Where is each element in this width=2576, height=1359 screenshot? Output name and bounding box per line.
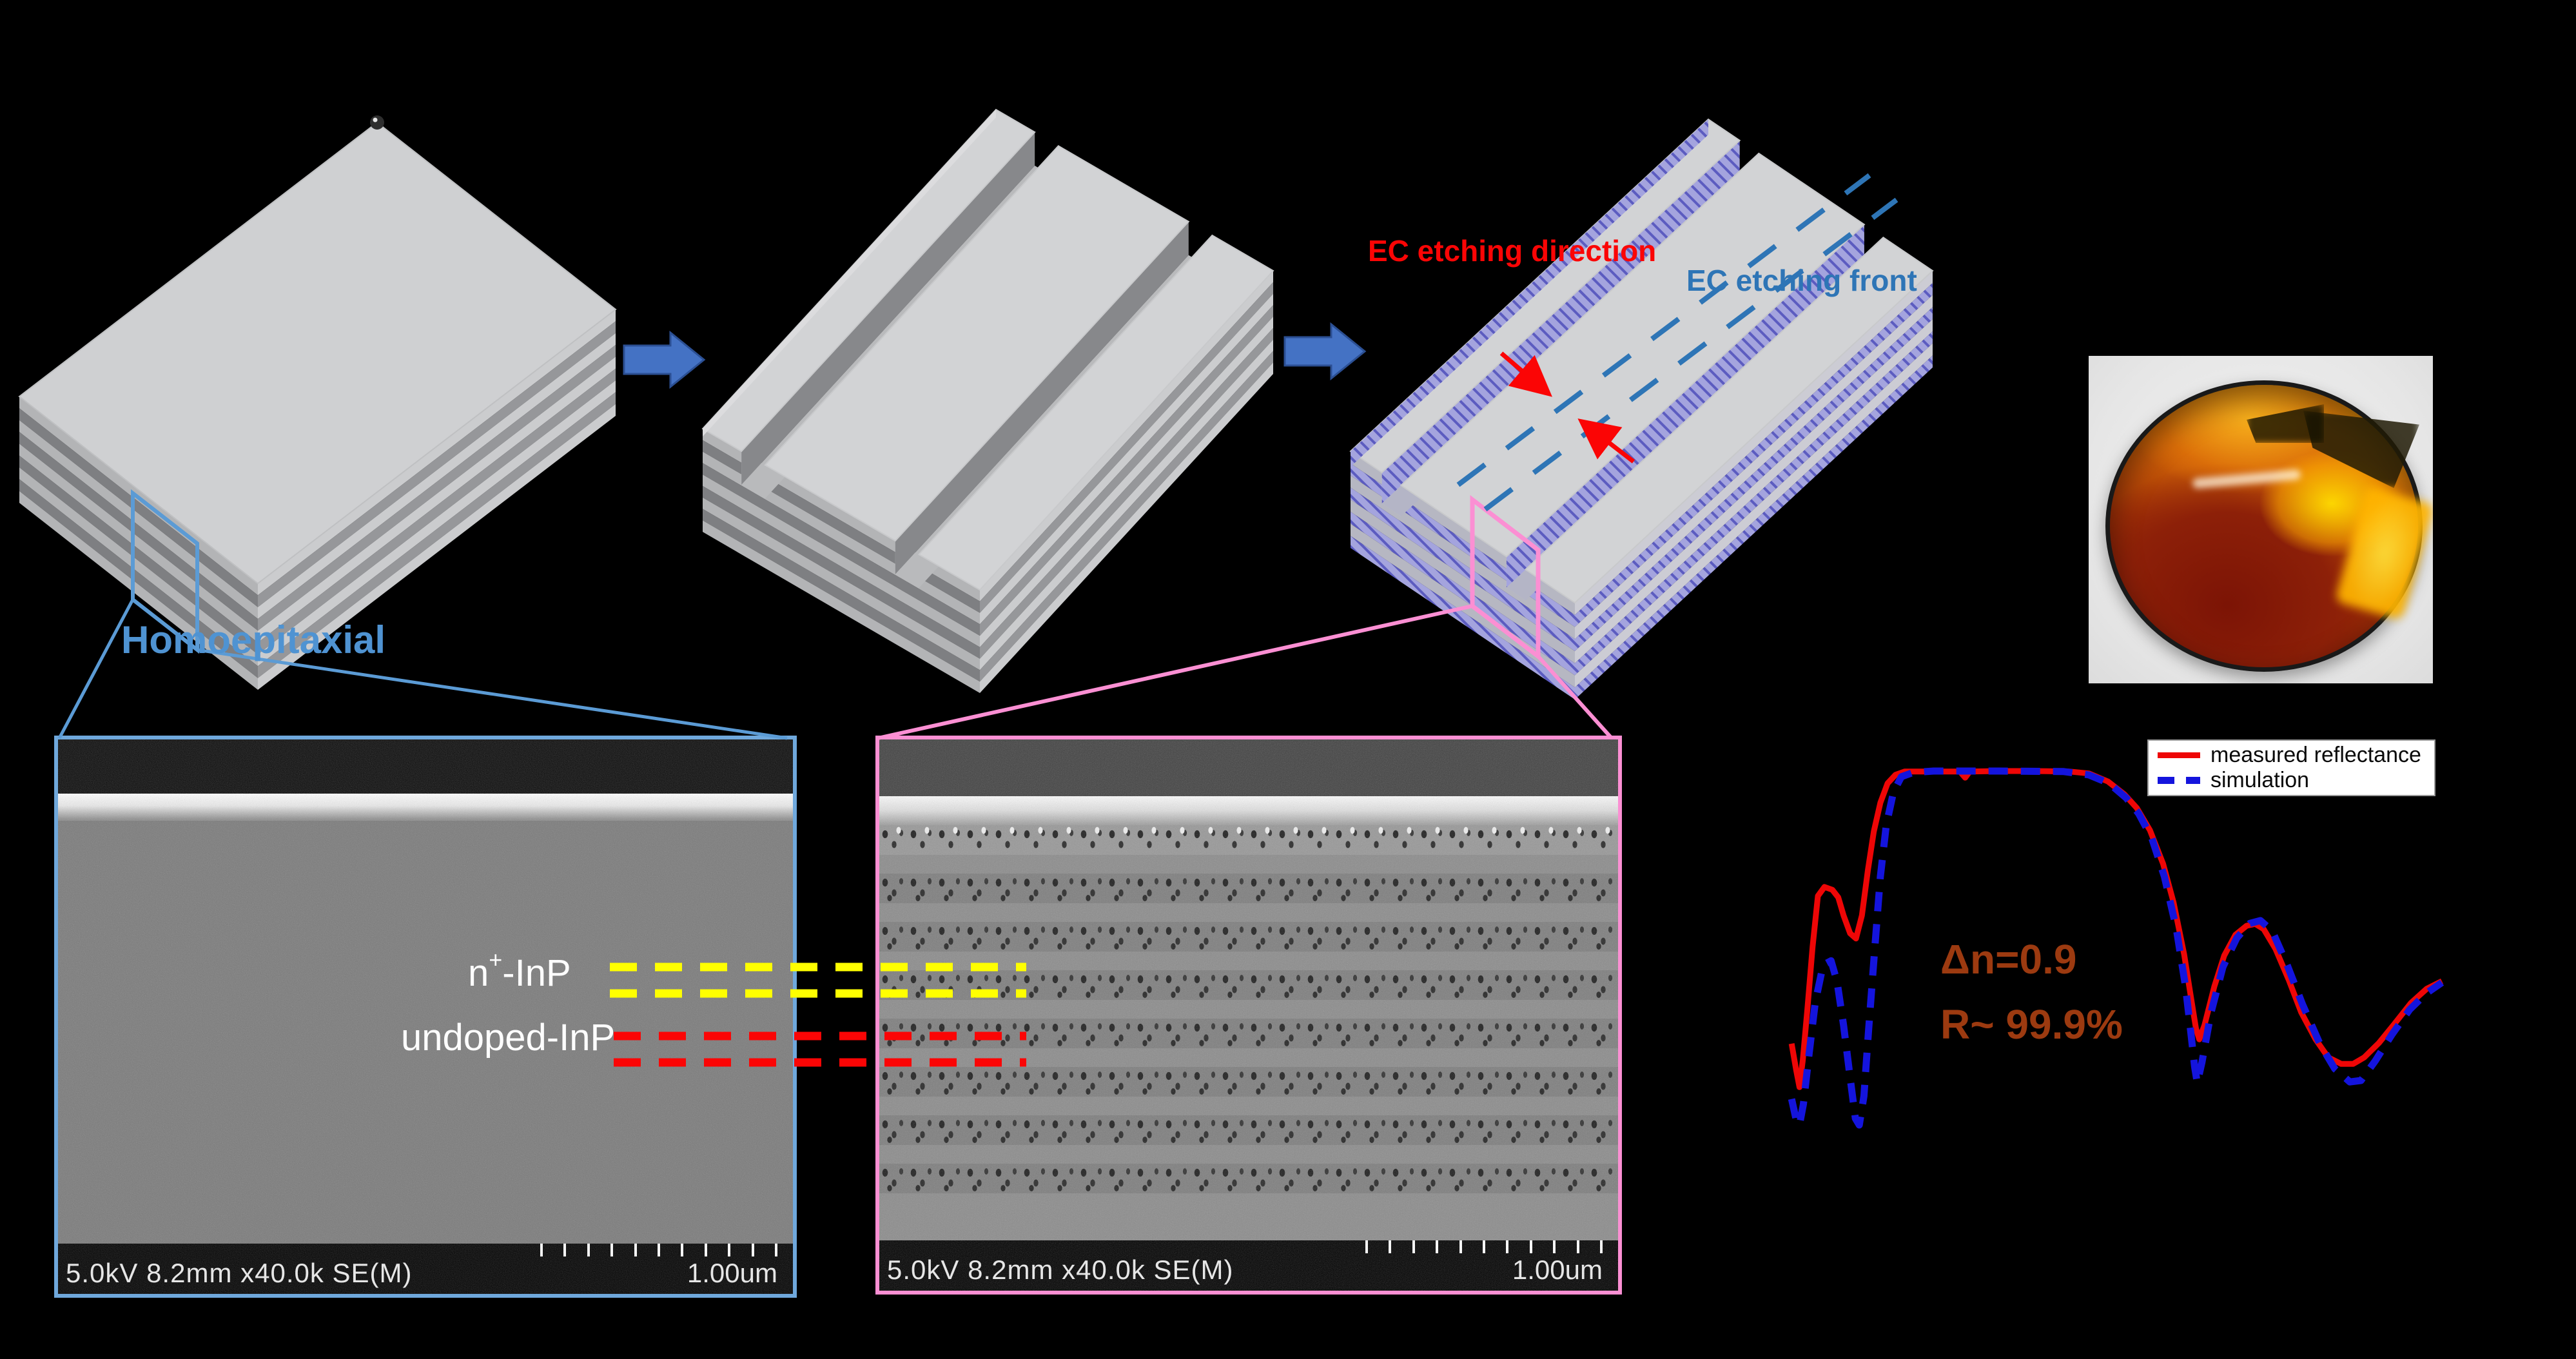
layer-stripe-side xyxy=(258,357,616,643)
schematic-patterned-stack xyxy=(701,108,1274,693)
undoped-inp-label: undoped-InP xyxy=(401,1017,616,1059)
sem1-caption-bar: 5.0kV 8.2mm x40.0k SE(M) 1.00um xyxy=(58,1244,793,1294)
slab-corner-dot xyxy=(370,115,384,130)
ridge-top-face xyxy=(764,145,1190,542)
porous-layer xyxy=(879,1067,1618,1097)
sem2-multilayer xyxy=(879,825,1618,1240)
layer-stripe-side xyxy=(980,328,1273,659)
legend-entry-simulation: simulation xyxy=(2158,768,2425,793)
porous-layer xyxy=(879,970,1618,1000)
layer-stripe-side xyxy=(980,271,1273,601)
porous-layer xyxy=(879,1019,1618,1048)
etching-front-label: EC etching front xyxy=(1686,264,1917,297)
layer-stripe-side xyxy=(980,305,1273,636)
sem2-scale-label: 1.00um xyxy=(1512,1255,1603,1285)
legend-label-simulation: simulation xyxy=(2210,768,2310,793)
sem2-body: 5.0kV 8.2mm x40.0k SE(M) 1.00um xyxy=(879,739,1618,1291)
slab-corner-dot-highlight xyxy=(373,117,378,122)
legend-swatch-simulation xyxy=(2158,777,2200,785)
legend-label-measured: measured reflectance xyxy=(2210,742,2421,767)
layer-stripe-side xyxy=(980,317,1273,647)
layer-stripe-side xyxy=(258,380,616,667)
layer-stripe-end xyxy=(703,463,980,636)
sem1-caption: 5.0kV 8.2mm x40.0k SE(M) xyxy=(66,1258,413,1288)
legend-entry-measured: measured reflectance xyxy=(2158,743,2425,768)
porous-layer xyxy=(879,1115,1618,1145)
schematic-epitaxial-stack xyxy=(18,115,617,690)
wafer-reflection-streak xyxy=(2192,469,2301,489)
trench-wall xyxy=(895,221,1189,574)
chart-legend: measured reflectance simulation xyxy=(2147,739,2435,796)
reflectance-chart xyxy=(1788,767,2444,1129)
delta-n-value: Δn=0.9 xyxy=(1940,936,2077,983)
reflectance-value: R~ 99.9% xyxy=(1940,1001,2123,1048)
wafer-photo xyxy=(2089,356,2433,683)
ridge-top-face xyxy=(917,234,1274,591)
wafer-reflection-dark2 xyxy=(2247,404,2324,443)
porous-layer xyxy=(879,1164,1618,1193)
sem2-surface-band xyxy=(879,796,1618,825)
schematic-etched-stack xyxy=(1349,118,1934,699)
layer-stripe-side xyxy=(258,333,616,619)
superscript-plus: + xyxy=(489,946,503,973)
layer-stripe-side xyxy=(258,321,616,607)
sem2-scale-ruler xyxy=(1365,1240,1603,1253)
chart-series-simulation xyxy=(1788,767,2444,1129)
nplus-inp-label: n+-InP xyxy=(468,946,571,994)
outer-edge-band xyxy=(703,110,996,436)
layer-stripe-side xyxy=(258,392,616,678)
layer-stripe-end xyxy=(703,474,980,647)
layer-stripe-side xyxy=(258,309,616,596)
sem2-caption-bar: 5.0kV 8.2mm x40.0k SE(M) 1.00um xyxy=(879,1240,1618,1291)
porous-layer xyxy=(879,825,1618,855)
layer-stripe-side xyxy=(980,293,1273,625)
layer-stripe-side xyxy=(258,368,616,654)
sem1-scale-ruler xyxy=(540,1244,777,1256)
reflectance-annotation: Δn=0.9 R~ 99.9% xyxy=(1940,927,2123,1057)
wafer-disc xyxy=(2105,380,2433,672)
layer-stripe-side xyxy=(980,282,1273,613)
layer-stripe-side xyxy=(258,345,616,631)
sem2-vacuum-band xyxy=(879,739,1618,796)
legend-swatch-measured xyxy=(2158,752,2200,758)
layer-stripe-side xyxy=(980,339,1273,670)
trench-wall xyxy=(741,132,1035,485)
sem1-scalebar: 1.00um xyxy=(540,1244,777,1289)
wafer-reflection-dark xyxy=(2303,411,2419,488)
homoepitaxial-label: Homoepitaxial xyxy=(121,618,386,661)
wafer-reflection-bright xyxy=(2334,485,2433,621)
porous-layer xyxy=(879,874,1618,903)
sem2-scalebar: 1.00um xyxy=(1365,1240,1603,1286)
layer-stripe-side xyxy=(258,404,616,690)
sem1-scale-label: 1.00um xyxy=(687,1258,777,1288)
sem1-surface-band xyxy=(58,794,793,821)
sem2-caption: 5.0kV 8.2mm x40.0k SE(M) xyxy=(887,1255,1234,1285)
sem1-vacuum-band xyxy=(58,739,793,794)
etching-direction-label: EC etching direction xyxy=(1368,234,1657,268)
layer-stripe-side xyxy=(980,351,1273,682)
porous-layer xyxy=(879,922,1618,952)
sem-image-porous-dbr: 5.0kV 8.2mm x40.0k SE(M) 1.00um xyxy=(875,736,1622,1295)
